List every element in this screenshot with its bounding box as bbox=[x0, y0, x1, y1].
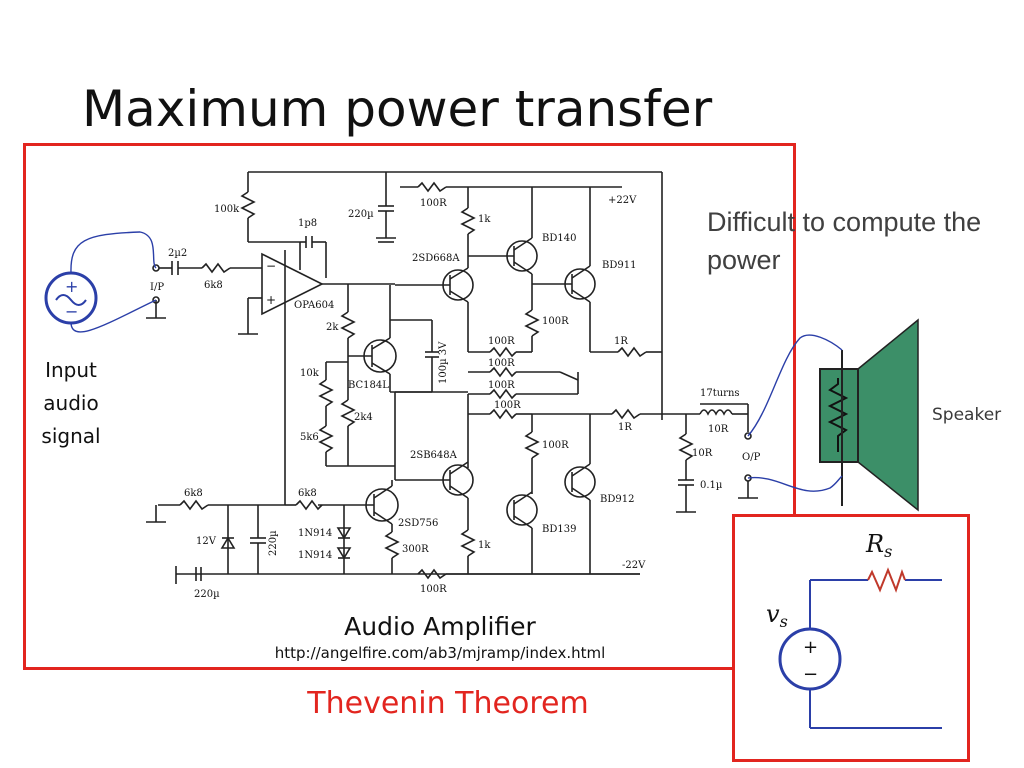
label-100r-bot: 100R bbox=[420, 584, 447, 595]
label-6k8-in: 6k8 bbox=[204, 280, 223, 291]
speaker-label: Speaker bbox=[932, 405, 1001, 425]
label-1k-low: 1k bbox=[478, 540, 491, 551]
source-minus: − bbox=[65, 302, 78, 321]
amplifier-caption: Audio Amplifier http://angelfire.com/ab3… bbox=[270, 612, 610, 662]
label-5k6: 5k6 bbox=[300, 432, 319, 443]
speaker-icon bbox=[819, 318, 919, 512]
caption-title: Audio Amplifier bbox=[344, 612, 536, 641]
label-bc184l: BC184L bbox=[348, 380, 389, 391]
label-100u: 100µ 3V bbox=[438, 341, 449, 384]
label-ip: I/P bbox=[150, 282, 164, 293]
label-bd140: BD140 bbox=[542, 233, 576, 244]
page-title: Maximum power transfer bbox=[82, 80, 713, 138]
label-100r-a: 100R bbox=[488, 336, 515, 347]
label-bd911: BD911 bbox=[602, 260, 636, 271]
vs-label: vs bbox=[766, 600, 788, 631]
label-220u-b: 220µ bbox=[268, 530, 279, 556]
thevenin-title: Thevenin Theorem bbox=[307, 686, 589, 721]
label-220u-top: 220µ bbox=[348, 209, 374, 220]
label-100r-b: 100R bbox=[488, 358, 515, 369]
label-1n914-b: 1N914 bbox=[298, 550, 332, 561]
label-opamp-minus: − bbox=[266, 259, 276, 273]
label-17turns: 17turns bbox=[700, 388, 740, 399]
label-300r: 300R bbox=[402, 544, 429, 555]
label-10r-b: 10R bbox=[692, 448, 713, 459]
label-6k8-b: 6k8 bbox=[298, 488, 317, 499]
label-0u1: 0.1µ bbox=[700, 480, 723, 491]
label-12v: 12V bbox=[196, 536, 217, 547]
amplifier-frame bbox=[23, 143, 796, 670]
label-1k-top: 1k bbox=[478, 214, 491, 225]
label-2u2: 2µ2 bbox=[168, 248, 187, 259]
label-2k4: 2k4 bbox=[354, 412, 373, 423]
label-2k: 2k bbox=[326, 322, 339, 333]
thevenin-frame bbox=[732, 514, 970, 762]
label-100k: 100k bbox=[214, 204, 240, 215]
label-op: O/P bbox=[742, 452, 761, 463]
vs-source bbox=[778, 627, 842, 691]
label-100r-mid: 100R bbox=[542, 316, 569, 327]
label-10k: 10k bbox=[300, 368, 320, 379]
label-1p8: 1p8 bbox=[298, 218, 317, 229]
label-vplus: +22V bbox=[608, 195, 637, 206]
label-1r-b: 1R bbox=[618, 422, 632, 433]
source-url: http://angelfire.com/ab3/mjramp/index.ht… bbox=[274, 644, 606, 662]
vs-minus: − bbox=[803, 664, 818, 685]
label-220u-bot: 220µ bbox=[194, 589, 220, 600]
label-1r-a: 1R bbox=[614, 336, 628, 347]
label-10r-a: 10R bbox=[708, 424, 729, 435]
label-6k8-a: 6k8 bbox=[184, 488, 203, 499]
input-audio-label: Input audio signal bbox=[41, 358, 101, 448]
label-opamp-plus: + bbox=[266, 293, 276, 307]
difficulty-note: Difficult to compute the power bbox=[707, 207, 982, 275]
label-bd912: BD912 bbox=[600, 494, 634, 505]
rs-label: Rs bbox=[865, 530, 892, 561]
source-plus: + bbox=[65, 277, 78, 296]
rs-resistor bbox=[867, 567, 906, 593]
label-vminus: -22V bbox=[622, 560, 646, 571]
label-100r-c: 100R bbox=[488, 380, 515, 391]
label-100r-d: 100R bbox=[494, 400, 521, 411]
label-bd139: BD139 bbox=[542, 524, 576, 535]
label-2sd756: 2SD756 bbox=[398, 518, 438, 529]
label-2sd668a: 2SD668A bbox=[412, 253, 460, 264]
label-100r-low: 100R bbox=[542, 440, 569, 451]
label-2sb648a: 2SB648A bbox=[410, 450, 458, 461]
vs-plus: + bbox=[803, 637, 818, 658]
label-opa604: OPA604 bbox=[294, 300, 334, 311]
label-1n914-a: 1N914 bbox=[298, 528, 332, 539]
label-100r-top: 100R bbox=[420, 198, 447, 209]
